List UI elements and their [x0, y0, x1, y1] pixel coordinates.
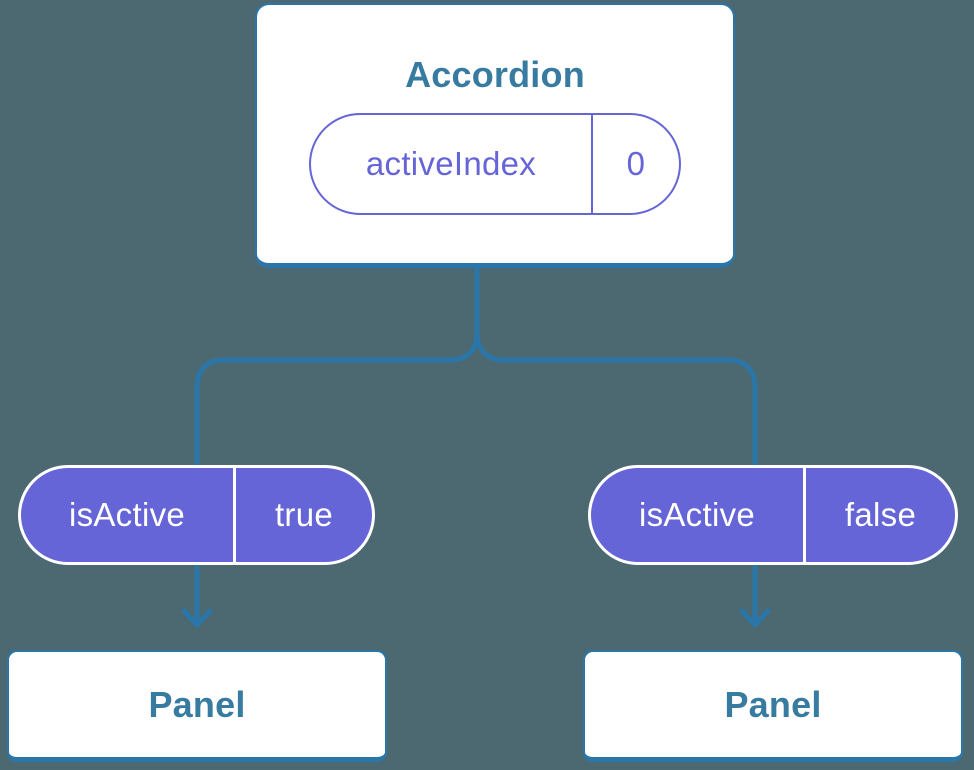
accordion-card: Accordion activeIndex 0 [255, 3, 735, 268]
arrow-down-icon [739, 608, 771, 628]
prop-name: isActive [68, 496, 186, 533]
state-pill: activeIndex 0 [309, 112, 681, 215]
prop-value: false [803, 468, 955, 562]
prop-name: isActive [638, 496, 756, 533]
prop-pill-right: isActive false [588, 465, 958, 565]
panel-title: Panel [148, 683, 246, 725]
arrow-down-icon [181, 608, 213, 628]
state-name: activeIndex [365, 144, 537, 182]
prop-value: true [233, 468, 372, 562]
connector-branch-right [474, 265, 758, 627]
panel-card-right: Panel [583, 650, 963, 762]
state-value: 0 [591, 114, 679, 213]
accordion-title: Accordion [405, 53, 585, 95]
prop-pill-left: isActive true [18, 465, 375, 565]
connector-branch-left [194, 265, 480, 627]
panel-card-left: Panel [7, 650, 387, 762]
panel-title: Panel [724, 683, 822, 725]
